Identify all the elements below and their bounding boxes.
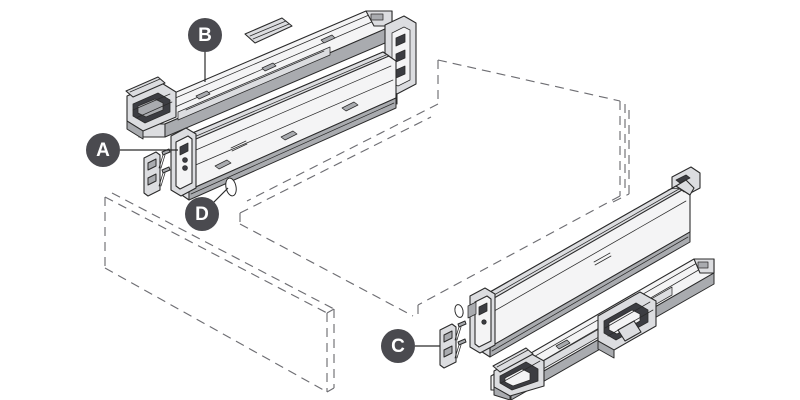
- callout-badge-a[interactable]: A: [86, 133, 120, 167]
- oval-cap: [225, 177, 237, 197]
- screw-upper-1: [158, 148, 171, 169]
- screw-lower-1: [454, 320, 467, 341]
- screw-lower-2: [454, 338, 467, 359]
- callout-leaders: [120, 52, 440, 347]
- callout-badge-b[interactable]: B: [188, 18, 222, 52]
- lower-drawer-side: [469, 166, 701, 358]
- callout-badge-d-label: D: [195, 203, 209, 225]
- upper-runner-rail: [125, 10, 393, 140]
- front-bracket-lower: [439, 301, 477, 369]
- callout-badge-a-label: A: [96, 139, 110, 161]
- screw-upper-2: [158, 166, 171, 187]
- lower-runner-rail: [490, 258, 715, 400]
- upper-drawer-side: [170, 15, 417, 201]
- callout-badge-d[interactable]: D: [185, 197, 219, 231]
- cabinet-base-ghost: [239, 59, 630, 317]
- callout-badge-c-label: C: [391, 335, 405, 357]
- front-bracket-upper: [143, 148, 171, 197]
- leader-d: [211, 187, 229, 205]
- drawer-front-ghost: [104, 192, 335, 393]
- callout-badge-b-label: B: [198, 24, 212, 46]
- callout-badge-c[interactable]: C: [381, 329, 415, 363]
